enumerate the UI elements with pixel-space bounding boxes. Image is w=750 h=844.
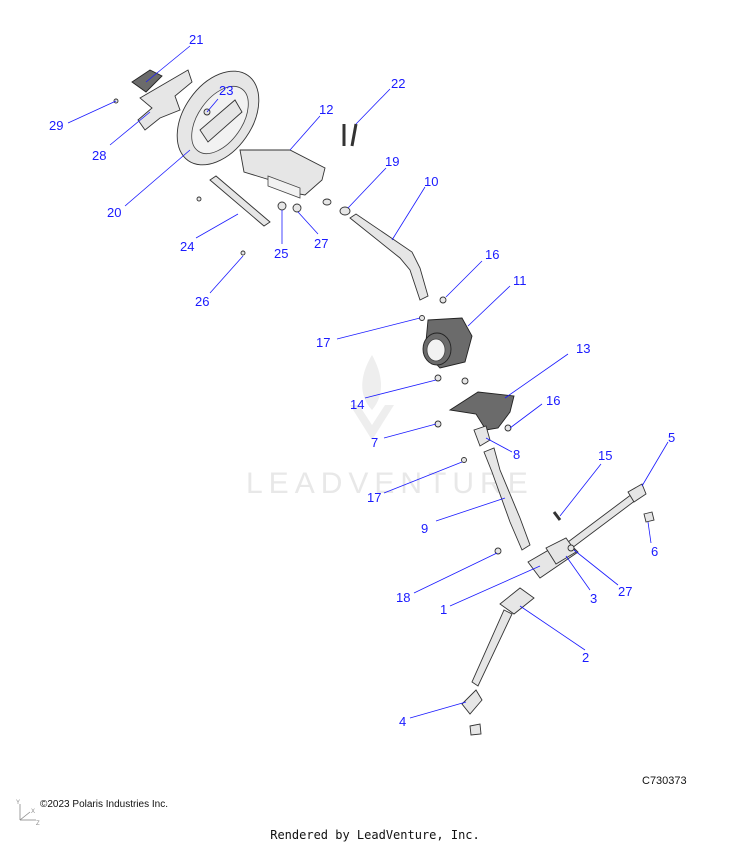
callout-17-bottom: 17: [367, 490, 381, 505]
nut-18: [494, 547, 502, 555]
nut-27-bottom: [567, 544, 575, 552]
callout-20: 20: [107, 205, 121, 220]
steering-wheel: [176, 70, 260, 166]
bolt-16-top: [439, 296, 447, 304]
callout-18: 18: [396, 590, 410, 605]
callout-19: 19: [385, 154, 399, 169]
pin-26: [240, 250, 246, 256]
bolt-15: [552, 511, 562, 521]
callout-16-mid: 16: [546, 393, 560, 408]
boot-left: [499, 587, 535, 615]
callout-3: 3: [590, 591, 597, 606]
pinch-bolt-17-bottom: [461, 457, 467, 463]
callout-15: 15: [598, 448, 612, 463]
bushing-19: [339, 206, 351, 216]
watermark-logo: LEADVENTURE: [246, 355, 534, 500]
callout-8: 8: [513, 447, 520, 462]
upper-steering-shaft: [349, 213, 429, 301]
steering-column-bracket: [239, 149, 326, 196]
callout-13: 13: [576, 341, 590, 356]
bolt-14b: [461, 377, 469, 385]
nut-27-top: [292, 203, 302, 213]
drawing-id: C730373: [642, 775, 687, 787]
axis-y-label: Y: [16, 800, 20, 806]
callout-6: 6: [651, 544, 658, 559]
screw-small: [196, 196, 202, 202]
wheel-hub-bracket: [137, 69, 193, 131]
parts: [113, 69, 655, 736]
callout-12: 12: [319, 102, 333, 117]
tie-rod-end-left: [461, 689, 483, 715]
callout-21: 21: [189, 32, 203, 47]
callout-22: 22: [391, 76, 405, 91]
power-steering-unit: [422, 317, 473, 369]
bolt-25: [277, 201, 287, 211]
callout-28: 28: [92, 148, 106, 163]
gas-strut: [209, 175, 271, 227]
callout-10: 10: [424, 174, 438, 189]
callout-14: 14: [350, 397, 364, 412]
tie-rod-left: [471, 609, 513, 687]
axis-x-label: X: [31, 809, 35, 815]
callout-numbers: 21 29 28 20 23 12 22 19 10 24 25 27 26 1…: [49, 32, 675, 729]
callout-27-top: 27: [314, 236, 328, 251]
tie-rod-end-right: [627, 483, 647, 503]
callout-27-bottom: 27: [618, 584, 632, 599]
intermediate-shaft: [483, 447, 531, 551]
bolt-14a: [434, 374, 442, 382]
callout-5: 5: [668, 430, 675, 445]
mounting-bracket: [448, 391, 515, 431]
callout-16-top: 16: [485, 247, 499, 262]
copyright-notice: ©2023 Polaris Industries Inc.: [40, 799, 168, 810]
callout-4: 4: [399, 714, 406, 729]
bolt-22b: [350, 123, 358, 147]
callout-2: 2: [582, 650, 589, 665]
bolt-16-mid: [504, 424, 512, 432]
callout-9: 9: [421, 521, 428, 536]
bushing-small: [322, 198, 332, 206]
leader-lines: [67, 45, 669, 719]
pinch-bolt-17-top: [419, 315, 425, 321]
rendered-by-footer: Rendered by LeadVenture, Inc.: [270, 828, 480, 842]
callout-11: 11: [513, 273, 527, 288]
callout-1: 1: [440, 602, 447, 617]
axis-z-label: Z: [36, 821, 40, 826]
axis-triad-icon: Y X Z: [16, 800, 40, 826]
callout-17-top: 17: [316, 335, 330, 350]
nut-4: [469, 723, 482, 736]
callout-25: 25: [274, 246, 288, 261]
watermark-text: LEADVENTURE: [246, 467, 534, 500]
callout-7: 7: [371, 435, 378, 450]
callout-26: 26: [195, 294, 209, 309]
callout-23: 23: [219, 83, 233, 98]
nut-6: [643, 511, 655, 523]
callout-29: 29: [49, 118, 63, 133]
callout-24: 24: [180, 239, 194, 254]
